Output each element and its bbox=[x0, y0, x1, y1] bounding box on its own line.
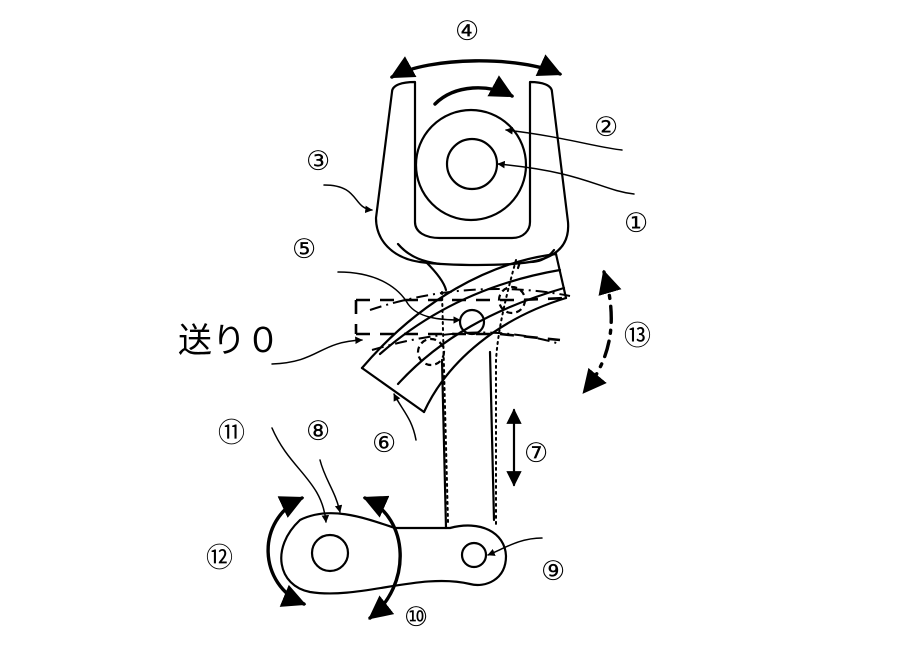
rotation-arrow bbox=[433, 75, 515, 106]
zero-line-right bbox=[495, 259, 517, 526]
curved-slot-guide bbox=[360, 252, 568, 414]
label-10: ⑩ bbox=[404, 602, 428, 633]
slider-pin-dashed-upper bbox=[497, 285, 527, 315]
connecting-rod-upper bbox=[424, 260, 522, 292]
label-9: ⑨ bbox=[541, 556, 565, 587]
label-feed-zero: 送り０ bbox=[178, 321, 280, 361]
label-4: ④ bbox=[455, 16, 479, 47]
rotation-arrow-10 bbox=[362, 495, 402, 620]
zero-line-left bbox=[441, 291, 449, 523]
label-5: ⑤ bbox=[292, 234, 316, 265]
leader-11 bbox=[271, 427, 330, 523]
dashdot-upper bbox=[369, 287, 571, 311]
rotation-arrow-12 bbox=[266, 496, 307, 607]
leader-2 bbox=[505, 127, 623, 151]
leader-5 bbox=[337, 271, 461, 324]
leader-feed-zero bbox=[271, 336, 363, 365]
fork-yoke bbox=[374, 80, 570, 267]
swing-arrow-4 bbox=[389, 54, 563, 79]
dashed-position-upper bbox=[356, 296, 567, 302]
leader-1 bbox=[497, 160, 635, 195]
label-11: ⑪ bbox=[218, 418, 245, 449]
cam-outer-circle bbox=[414, 108, 528, 222]
arc-motion-arrow-13 bbox=[582, 269, 622, 394]
label-2: ② bbox=[594, 112, 618, 143]
label-3: ③ bbox=[306, 146, 330, 177]
leader-9 bbox=[487, 537, 543, 556]
leader-8 bbox=[319, 459, 343, 513]
label-13: ⑬ bbox=[624, 321, 651, 352]
label-12: ⑫ bbox=[206, 543, 233, 574]
label-8: ⑧ bbox=[306, 416, 330, 447]
slider-pin-dashed-lower bbox=[416, 337, 446, 367]
label-1: ① bbox=[624, 208, 648, 239]
leader-6 bbox=[393, 393, 417, 441]
cam-shaft-circle bbox=[445, 137, 499, 191]
label-6: ⑥ bbox=[372, 428, 396, 459]
label-7: ⑦ bbox=[524, 438, 548, 469]
dashed-position-lower bbox=[356, 332, 561, 342]
leader-3 bbox=[323, 184, 373, 214]
vertical-rod bbox=[440, 350, 496, 530]
